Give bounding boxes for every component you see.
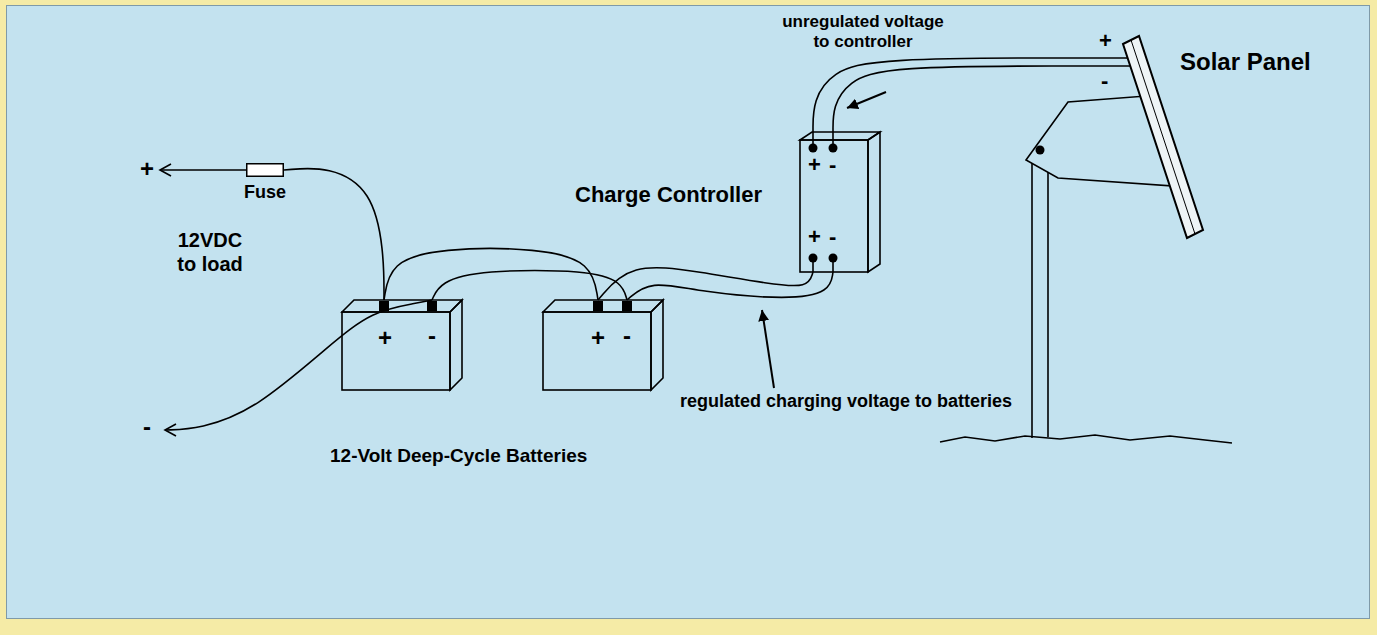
wire — [833, 66, 1085, 132]
wire — [598, 268, 813, 300]
fuse-label: Fuse — [244, 183, 286, 201]
battery-front — [342, 312, 450, 390]
controller-outline — [800, 132, 880, 272]
battery-side — [651, 300, 663, 390]
charge-controller: Charge Controller+-+- — [800, 132, 880, 272]
battery-top — [342, 300, 462, 312]
wire-arrowhead — [160, 164, 171, 176]
wire — [384, 249, 598, 300]
terminal-sign: + — [1099, 30, 1112, 52]
terminal-sign: - — [829, 226, 836, 248]
terminal-sign: + — [140, 157, 154, 181]
mount-pivot — [1036, 146, 1045, 155]
fuse-outline — [246, 163, 284, 177]
callout-arrow — [762, 310, 774, 388]
terminal — [809, 144, 818, 153]
ground-line — [940, 435, 1232, 443]
terminal-sign: - — [428, 324, 436, 348]
load-wire — [160, 169, 246, 171]
wire — [627, 272, 833, 300]
terminal — [809, 254, 818, 263]
panel-title: Solar Panel — [1180, 50, 1311, 74]
callout-label: unregulated voltage to controller — [778, 12, 948, 53]
solar-panel: + - Solar Panel — [1085, 20, 1335, 245]
wire — [1085, 65, 1131, 67]
pole-edge — [1047, 156, 1049, 437]
terminal-sign: - — [143, 415, 151, 439]
battery-side — [450, 300, 462, 390]
fuse-body — [247, 164, 284, 177]
box-side — [868, 132, 880, 272]
terminal — [829, 144, 838, 153]
background-panel — [6, 5, 1370, 619]
pole-edge — [1031, 156, 1033, 438]
terminal — [829, 254, 838, 263]
terminal-sign: - — [829, 154, 836, 176]
wire — [432, 271, 627, 301]
terminal-sign: - — [1101, 70, 1108, 92]
caption-label: 12-Volt Deep-Cycle Batteries — [330, 446, 587, 465]
battery-front — [543, 312, 651, 390]
terminal — [593, 301, 603, 311]
battery-top — [543, 300, 663, 312]
terminal-sign: + — [808, 226, 821, 248]
load-wire — [165, 300, 432, 430]
wire — [813, 58, 1085, 132]
output-label: 12VDC to load — [170, 228, 250, 276]
terminal-sign: + — [591, 326, 605, 350]
callout-arrow — [847, 92, 886, 108]
wire — [284, 169, 384, 301]
controller-title: Charge Controller — [575, 184, 762, 206]
wire-arrowhead — [165, 424, 176, 436]
terminal-sign: + — [808, 154, 821, 176]
terminal — [622, 301, 632, 311]
terminal-sign: + — [378, 326, 392, 350]
terminal — [427, 301, 437, 311]
box-front — [800, 140, 868, 272]
wire — [1085, 57, 1128, 59]
callout-label: regulated charging voltage to batteries — [680, 392, 1012, 410]
battery: +- — [342, 300, 462, 390]
terminal-sign: - — [623, 324, 631, 348]
battery-outline — [342, 300, 462, 390]
battery: +- — [543, 300, 663, 390]
fuse: Fuse — [246, 163, 284, 177]
terminal — [379, 301, 389, 311]
box-top — [800, 132, 880, 140]
